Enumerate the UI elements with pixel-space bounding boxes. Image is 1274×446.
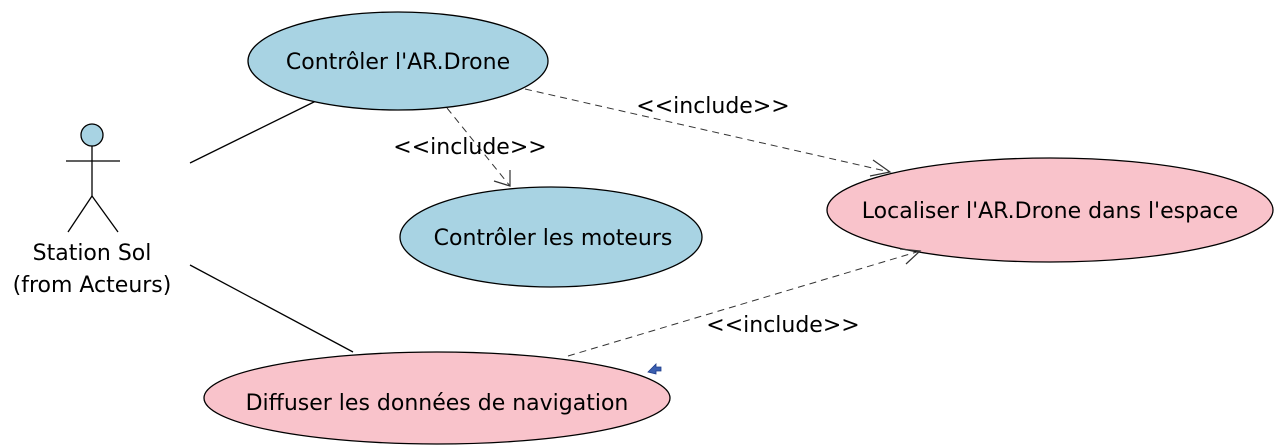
usecase-localiser-drone[interactable]: Localiser l'AR.Drone dans l'espace: [826, 157, 1274, 263]
actor-origin-label: (from Acteurs): [13, 273, 172, 298]
usecase-controler-moteurs-shape: [399, 186, 703, 288]
association-actor-diffuser[interactable]: [189, 264, 354, 353]
include-drone-to-localiser-label: <<include>>: [636, 94, 789, 119]
include-to-moteurs[interactable]: [446, 107, 511, 187]
include-diffuser-to-localiser[interactable]: [567, 248, 922, 357]
usecase-diffuser-donnees[interactable]: Diffuser les données de navigation: [203, 351, 671, 445]
include-diffuser-to-localiser-arrowhead: [899, 248, 922, 265]
association-actor-controler-drone[interactable]: [189, 98, 321, 164]
usecase-controler-drone-label: Contrôler l'AR.Drone: [286, 50, 510, 75]
include-diffuser-to-localiser-label: <<include>>: [706, 313, 859, 338]
actor-left-leg: [67, 195, 93, 233]
include-drone-to-localiser[interactable]: [524, 88, 892, 177]
include-diffuser-to-localiser-line: [567, 250, 921, 357]
usecase-diffuser-donnees-label: Diffuser les données de navigation: [246, 391, 629, 416]
actor-head: [80, 123, 104, 147]
actor-right-leg: [91, 195, 119, 233]
usecase-localiser-drone-shape: [826, 157, 1274, 263]
actor-name-label: Station Sol: [33, 241, 152, 266]
usecase-controler-drone-shape: [247, 11, 549, 111]
include-drone-to-localiser-arrowhead: [869, 159, 892, 177]
usecase-localiser-drone-label: Localiser l'AR.Drone dans l'espace: [862, 199, 1238, 224]
usecase-controler-moteurs-label: Contrôler les moteurs: [434, 226, 673, 251]
include-to-moteurs-label: <<include>>: [393, 135, 546, 160]
usecase-controler-drone[interactable]: Contrôler l'AR.Drone: [247, 11, 549, 111]
usecase-controler-moteurs[interactable]: Contrôler les moteurs: [399, 186, 703, 288]
actor-station-sol[interactable]: [66, 123, 120, 233]
small-blue-arrow-icon: [647, 363, 662, 375]
usecase-diffuser-donnees-shape: [203, 351, 671, 445]
include-to-moteurs-line: [446, 107, 511, 187]
include-drone-to-localiser-line: [524, 88, 891, 173]
include-to-moteurs-arrowhead: [493, 170, 511, 187]
